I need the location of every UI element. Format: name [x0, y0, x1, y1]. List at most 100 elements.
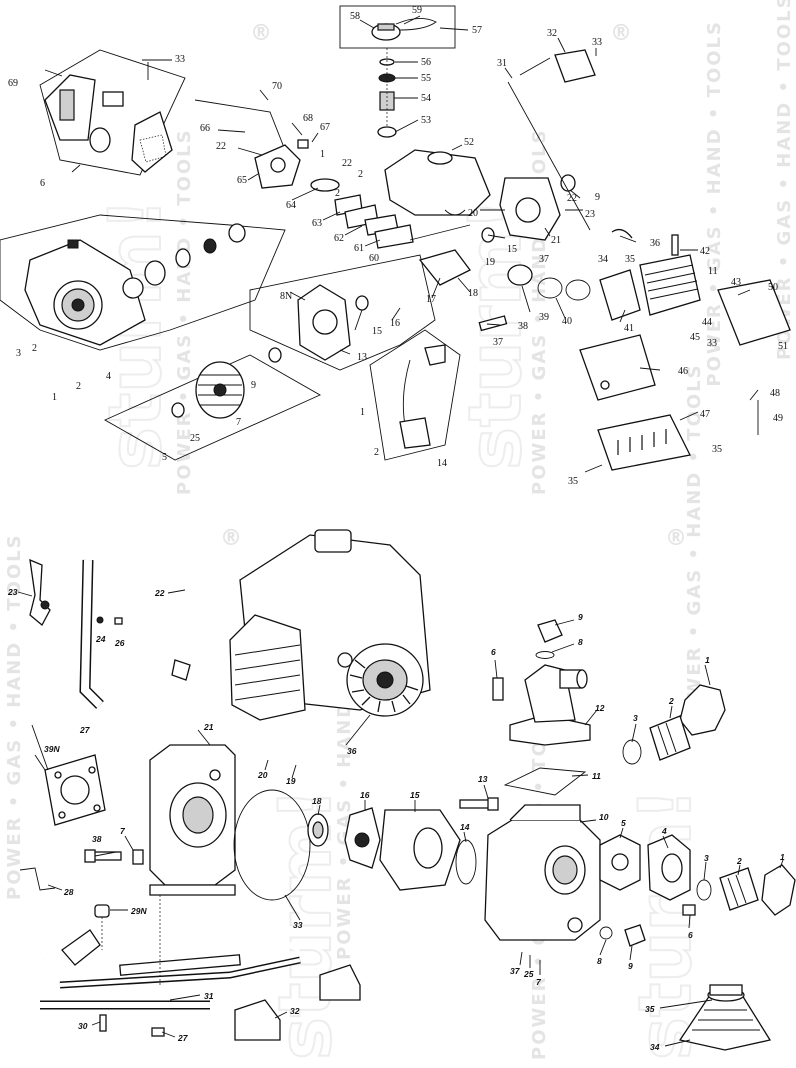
- callout-56: 56: [421, 57, 431, 68]
- watermark-registered: ®: [220, 526, 244, 551]
- callout-19: 19: [485, 257, 495, 268]
- callout-22: 22: [342, 158, 352, 169]
- watermark-brand: sturm!: [623, 788, 707, 1060]
- cylinder: [639, 254, 701, 316]
- callout-2: 2: [76, 381, 81, 392]
- callout-36: 36: [347, 746, 357, 756]
- callout-16: 16: [390, 318, 400, 329]
- callout-14: 14: [437, 458, 447, 469]
- callout-45: 45: [690, 332, 700, 343]
- callout-40: 40: [562, 316, 572, 327]
- watermark-tagline: POWER • GAS • HAND • TOOLS: [704, 20, 725, 387]
- callout-8: 8: [597, 956, 602, 966]
- fuel-cap-strap: [395, 18, 437, 31]
- ignition-coil: [399, 417, 431, 449]
- callout-37: 37: [510, 966, 521, 976]
- callout-44: 44: [702, 317, 712, 328]
- hose-coupling-nut-outlet: [761, 864, 796, 916]
- throttle-cable: [194, 99, 286, 151]
- cylinder-cover: [717, 279, 791, 346]
- callout-22: 22: [154, 588, 165, 598]
- pump-callouts: 23 22 9 8 6 1 2 3 12 24 26 27 21 39N 20 …: [7, 587, 785, 1052]
- callout-23: 23: [585, 209, 595, 220]
- callout-1: 1: [705, 655, 710, 665]
- callout-6: 6: [491, 647, 496, 657]
- watermark-registered: ®: [610, 21, 634, 46]
- callout-11: 11: [708, 266, 718, 277]
- callout-60: 60: [369, 253, 379, 264]
- callout-27: 27: [79, 725, 91, 735]
- callout-14: 14: [460, 822, 470, 832]
- callout-21: 21: [203, 722, 214, 732]
- callout-22: 22: [567, 193, 577, 204]
- engine-fuel-cap: [314, 529, 352, 553]
- callout-69: 69: [8, 78, 18, 89]
- callout-33: 33: [707, 338, 717, 349]
- callout-1: 1: [52, 392, 57, 403]
- callout-42: 42: [700, 246, 710, 257]
- callout-52: 52: [464, 137, 474, 148]
- callout-2: 2: [374, 447, 379, 458]
- callout-37: 37: [493, 337, 503, 348]
- callout-3: 3: [16, 348, 21, 359]
- callout-39: 39: [539, 312, 549, 323]
- callout-32: 32: [547, 28, 557, 39]
- spark-plug: [671, 234, 679, 256]
- callout-38: 38: [92, 834, 102, 844]
- callout-43: 43: [731, 277, 741, 288]
- callout-24: 24: [95, 634, 106, 644]
- callout-33: 33: [293, 920, 303, 930]
- cylinder-gasket: [599, 269, 641, 321]
- callout-9: 9: [628, 961, 633, 971]
- callout-58: 58: [350, 11, 360, 22]
- callout-22: 22: [216, 141, 226, 152]
- callout-2: 2: [335, 188, 340, 199]
- callout-5: 5: [162, 452, 167, 463]
- callout-36: 36: [650, 238, 660, 249]
- callout-67: 67: [320, 122, 330, 133]
- callout-6: 6: [40, 178, 45, 189]
- callout-4: 4: [106, 371, 111, 382]
- crankshaft: [418, 249, 471, 286]
- callout-2: 2: [736, 856, 742, 866]
- callout-15: 15: [507, 244, 517, 255]
- callout-8: 8: [578, 637, 583, 647]
- callout-17: 17: [426, 294, 436, 305]
- callout-1: 1: [780, 852, 785, 862]
- callout-21: 21: [551, 235, 561, 246]
- callout-47: 47: [700, 409, 710, 420]
- callout-7: 7: [536, 977, 542, 987]
- muffler-guard: [597, 414, 691, 471]
- callout-65: 65: [237, 175, 247, 186]
- callout-26: 26: [114, 638, 125, 648]
- callout-51: 51: [778, 341, 788, 352]
- callout-28: 28: [63, 887, 74, 897]
- callout-27: 27: [177, 1033, 189, 1043]
- watermark-tagline: POWER • GAS • HAND • TOOLS: [4, 533, 25, 900]
- callout-7: 7: [236, 417, 241, 428]
- rubber-foot: [319, 964, 361, 1001]
- callout-9: 9: [251, 380, 256, 391]
- watermark-registered: ®: [665, 526, 689, 551]
- callout-38: 38: [518, 321, 528, 332]
- callout-10: 10: [599, 812, 609, 822]
- muffler-bracket: [554, 49, 596, 83]
- pump-exploded-view: [19, 520, 796, 1051]
- callout-70: 70: [272, 81, 282, 92]
- fuel-tank: [384, 149, 491, 216]
- callout-8n: 8N: [280, 291, 292, 302]
- callout-55: 55: [421, 73, 431, 84]
- air-filter-element: [89, 127, 111, 153]
- callout-30: 30: [78, 1021, 88, 1031]
- callout-33: 33: [175, 54, 185, 65]
- callout-2: 2: [32, 343, 37, 354]
- callout-15: 15: [372, 326, 382, 337]
- callout-37: 37: [539, 254, 549, 265]
- starter-pulley: [144, 260, 166, 286]
- suction-strainer: [678, 994, 772, 1051]
- callout-3: 3: [633, 713, 638, 723]
- callout-50: 50: [768, 282, 778, 293]
- rubber-foot: [234, 999, 281, 1041]
- callout-1: 1: [360, 407, 365, 418]
